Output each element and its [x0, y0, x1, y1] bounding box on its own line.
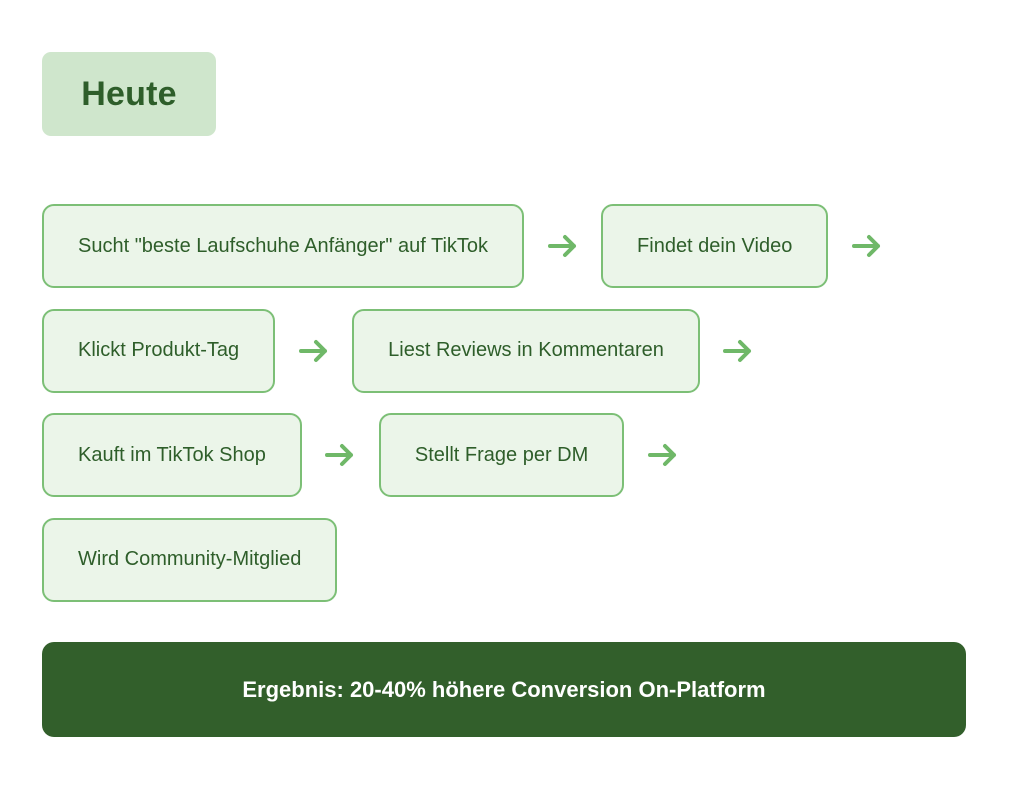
flow-step: Stellt Frage per DM — [378, 413, 625, 497]
result-text: Ergebnis: 20-40% höhere Conversion On-Pl… — [242, 676, 766, 702]
page-title: Heute — [81, 74, 177, 113]
flow-step: Findet dein Video — [601, 204, 829, 288]
arrow-right-icon — [524, 204, 601, 288]
flow-step: Liest Reviews in Kommentaren — [352, 308, 700, 393]
flow-step: Sucht "beste Laufschuhe Anfänger" auf Ti… — [42, 204, 525, 288]
flow-step: Klickt Produkt-Tag — [42, 308, 276, 393]
arrow-right-icon — [700, 309, 777, 393]
result-banner: Ergebnis: 20-40% höhere Conversion On-Pl… — [42, 642, 966, 737]
flow-step: Kauft im TikTok Shop — [42, 413, 302, 497]
arrow-right-icon — [302, 413, 379, 497]
flow-row-2: Klickt Produkt-Tag Liest Reviews in Komm… — [42, 308, 972, 393]
customer-journey-flow: Sucht "beste Laufschuhe Anfänger" auf Ti… — [42, 204, 972, 622]
flow-step: Wird Community-Mitglied — [42, 517, 338, 602]
flow-row-3: Kauft im TikTok Shop Stellt Frage per DM — [42, 413, 972, 497]
title-badge: Heute — [42, 52, 216, 136]
arrow-right-icon — [275, 309, 352, 393]
flow-row-1: Sucht "beste Laufschuhe Anfänger" auf Ti… — [42, 204, 972, 288]
arrow-right-icon — [828, 204, 905, 288]
arrow-right-icon — [624, 413, 701, 497]
flow-row-4: Wird Community-Mitglied — [42, 517, 972, 602]
